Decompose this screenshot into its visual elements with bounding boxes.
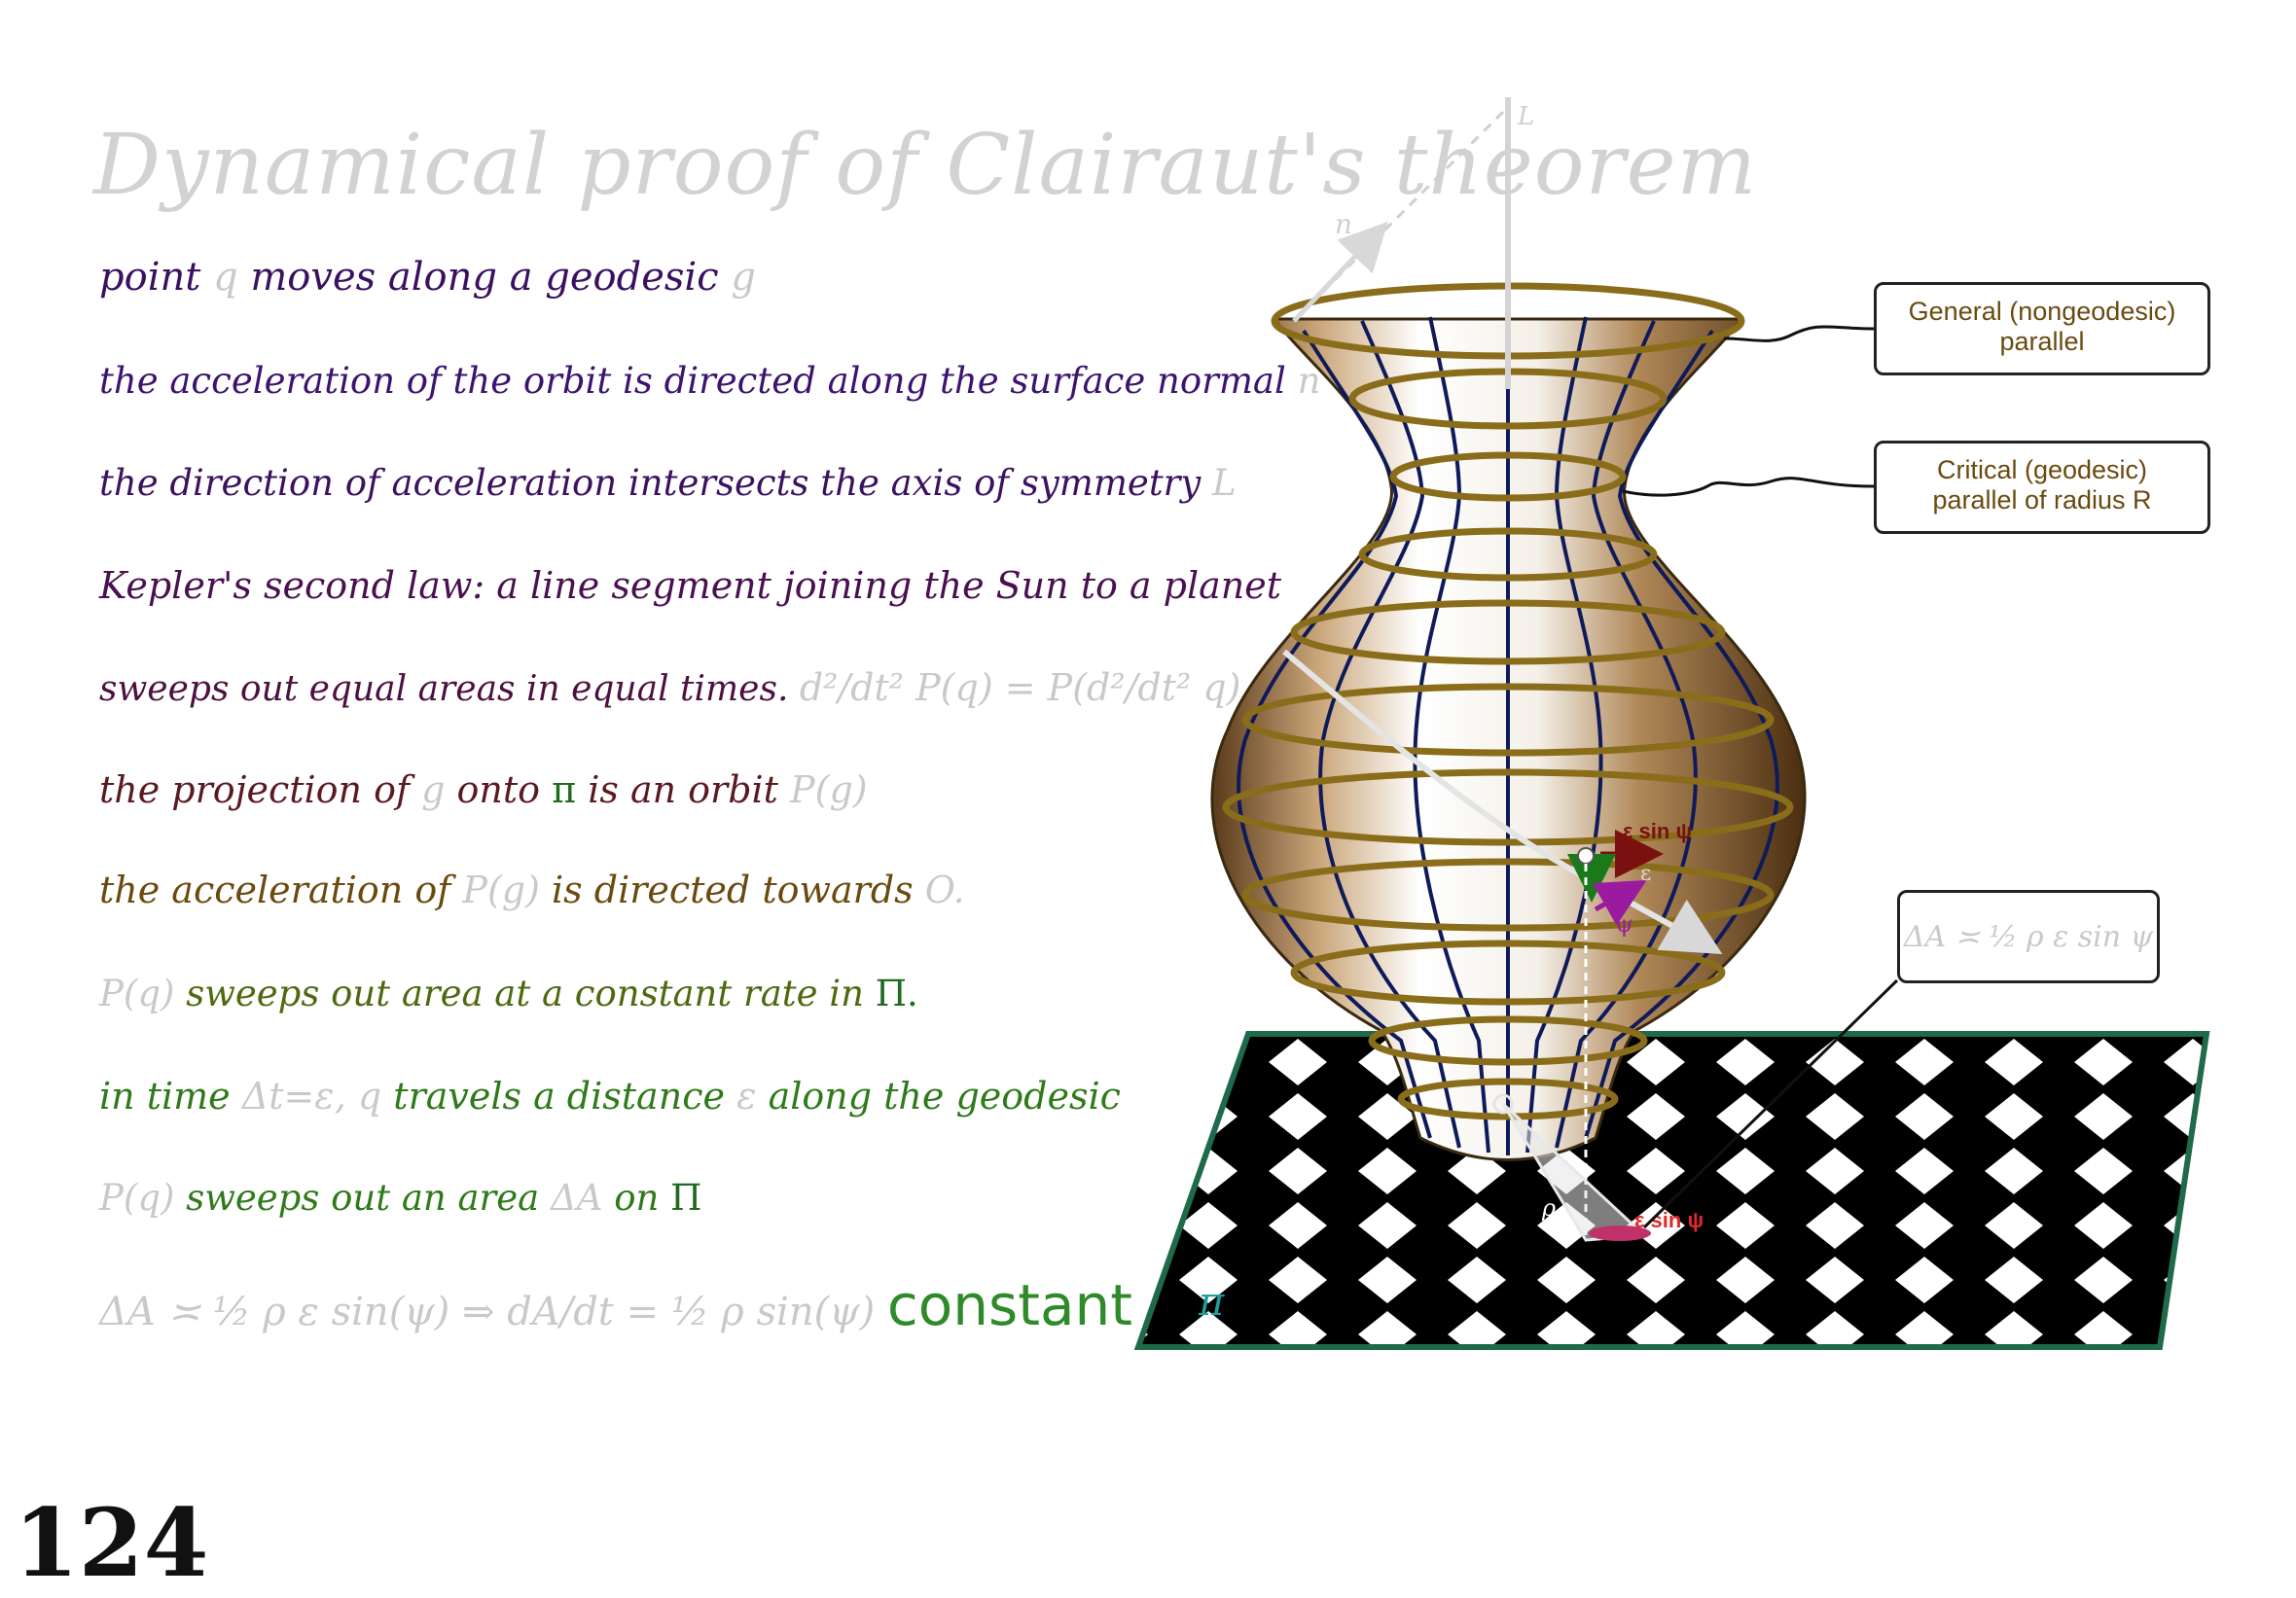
line-10-text-a: sweeps out an area xyxy=(186,1177,540,1219)
callout-area-text: ΔA ≍ ½ ρ ε sin ψ xyxy=(1903,920,2154,954)
plane-pi xyxy=(1133,1031,2210,1350)
line-6-text-c: is an orbit xyxy=(588,768,778,811)
line-7-text-a: the acceleration of xyxy=(99,869,451,911)
line-6-text-b: onto xyxy=(456,768,541,811)
callout-critical-line2: parallel of radius R xyxy=(1932,485,2152,515)
line-1-text-a: point xyxy=(99,255,201,300)
line-11-constant: constant xyxy=(886,1272,1133,1338)
rho-label: ρ xyxy=(1541,1194,1556,1222)
page-number: 124 xyxy=(14,1488,209,1598)
line-6-symbol-g: g xyxy=(421,768,446,811)
text-line-5: sweeps out equal areas in equal times. d… xyxy=(99,666,1240,709)
connector-general xyxy=(1723,325,1875,342)
text-line-10: P(q) sweeps out an area ΔA on Π xyxy=(99,1177,701,1219)
line-2-text: the acceleration of the orbit is directe… xyxy=(99,360,1286,402)
esin-label: ε sin ψ xyxy=(1623,819,1692,843)
text-line-6: the projection of g onto π is an orbit P… xyxy=(99,768,868,811)
callout-general-line1: General (nongeodesic) xyxy=(1908,297,2176,326)
callout-area-formula: ΔA ≍ ½ ρ ε sin ψ xyxy=(1897,890,2160,983)
axis-label: L xyxy=(1517,102,1534,131)
callout-general-line2: parallel xyxy=(1999,327,2085,356)
line-9-symbol-eps: ε xyxy=(736,1075,757,1118)
line-10-symbol-Pi: Π xyxy=(670,1177,702,1219)
line-11-formula: ΔA ≍ ½ ρ ε sin(ψ) ⇒ dA/dt = ½ ρ sin(ψ) xyxy=(99,1290,876,1334)
line-3-symbol-L: L xyxy=(1212,462,1237,504)
line-9-symbol-dt: Δt=ε, xyxy=(241,1075,346,1118)
line-5-formula: d²/dt² P(q) = P(d²/dt² q) xyxy=(799,666,1241,709)
line-2-symbol-n: n xyxy=(1297,360,1321,402)
text-line-8: P(q) sweeps out area at a constant rate … xyxy=(99,973,918,1014)
text-line-3: the direction of acceleration intersects… xyxy=(99,462,1237,504)
line-10-symbol-dA: ΔA xyxy=(550,1177,603,1219)
purple-arrow xyxy=(1592,880,1647,926)
callout-general-parallel: General (nongeodesic) parallel xyxy=(1874,282,2210,375)
line-6-symbol-pi: π xyxy=(552,768,577,811)
line-9-text-c: along the geodesic xyxy=(768,1075,1121,1118)
line-1-symbol-q: q xyxy=(213,255,238,300)
area-marker xyxy=(1589,1225,1651,1241)
line-10-symbol-Pq: P(q) xyxy=(99,1177,175,1219)
line-4-text: Kepler's second law: a line segment join… xyxy=(99,564,1282,607)
line-7-symbol-O: O. xyxy=(924,869,965,911)
line-8-text: sweeps out area at a constant rate in xyxy=(186,973,864,1014)
text-line-2: the acceleration of the orbit is directe… xyxy=(99,360,1320,402)
text-line-7: the acceleration of P(g) is directed tow… xyxy=(99,869,965,911)
line-3-text: the direction of acceleration intersects… xyxy=(99,462,1202,504)
line-1-text-b: moves along a geodesic xyxy=(250,255,719,300)
eps-label: ε xyxy=(1640,862,1651,886)
normal-label: n xyxy=(1335,208,1352,240)
text-line-4: Kepler's second law: a line segment join… xyxy=(99,564,1281,607)
line-9-symbol-q: q xyxy=(357,1075,382,1118)
text-line-11: ΔA ≍ ½ ρ ε sin(ψ) ⇒ dA/dt = ½ ρ sin(ψ) c… xyxy=(99,1272,1132,1338)
psi-label: ψ xyxy=(1615,910,1633,938)
origin-point xyxy=(1492,1093,1514,1115)
line-7-symbol-Pg: P(g) xyxy=(462,869,540,911)
line-5-text: sweeps out equal areas in equal times. xyxy=(99,669,789,709)
line-6-text-a: the projection of xyxy=(99,768,411,811)
plane-pi-label: π xyxy=(1198,1280,1225,1325)
normal-arrow xyxy=(1292,221,1388,323)
geodesic-path xyxy=(1282,649,1723,955)
callout-critical-parallel: Critical (geodesic) parallel of radius R xyxy=(1874,441,2210,534)
line-9-text-b: travels a distance xyxy=(393,1075,725,1118)
line-9-text-a: in time xyxy=(99,1075,231,1118)
line-6-symbol-Pg: P(g) xyxy=(790,768,868,811)
line-8-symbol-Pi: Π. xyxy=(875,973,918,1014)
line-1-symbol-g: g xyxy=(731,255,756,300)
connector-critical xyxy=(1622,477,1875,497)
line-8-symbol-Pq: P(q) xyxy=(99,973,175,1014)
line-7-text-b: is directed towards xyxy=(552,869,914,911)
text-line-1: point q moves along a geodesic g xyxy=(99,255,756,300)
ground-esin-label: ε sin ψ xyxy=(1634,1208,1704,1232)
connector-area xyxy=(1642,978,1899,1229)
text-line-9: in time Δt=ε, q travels a distance ε alo… xyxy=(99,1075,1121,1118)
point-q xyxy=(1577,847,1595,865)
page-title: Dynamical proof of Clairaut's theorem xyxy=(93,117,1758,214)
line-10-text-b: on xyxy=(614,1177,660,1219)
callout-critical-line1: Critical (geodesic) xyxy=(1936,455,2148,484)
